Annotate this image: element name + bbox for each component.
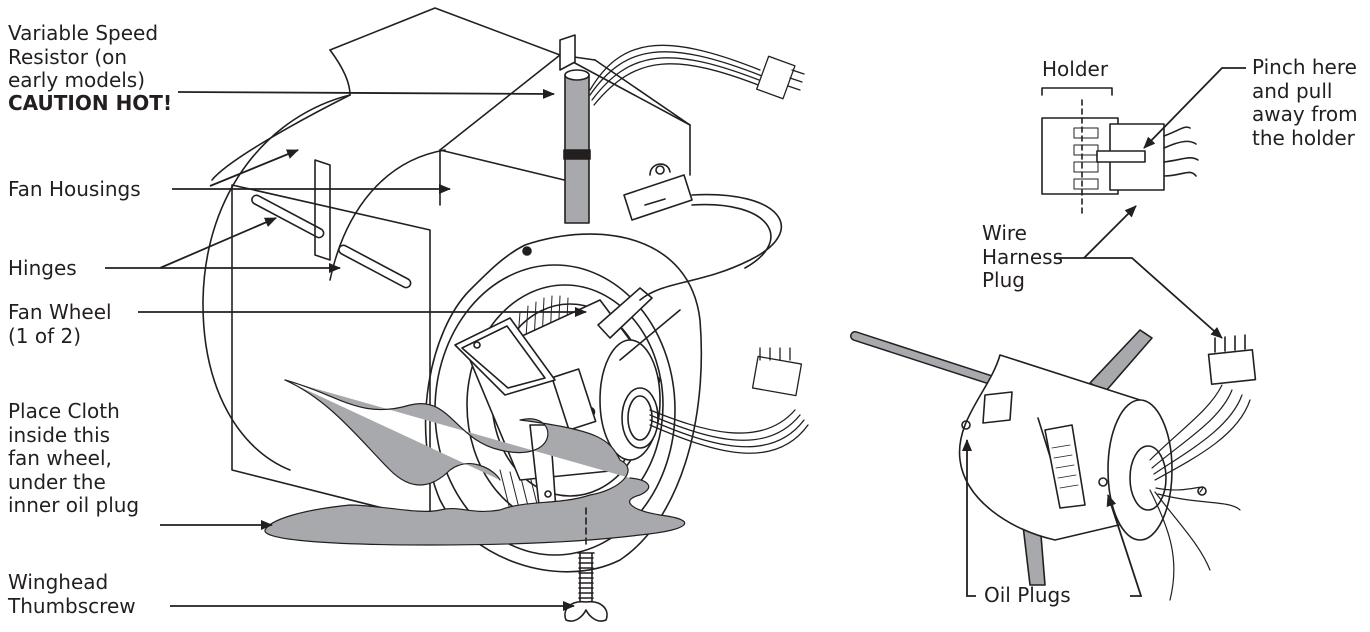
wire-harness-label: Wire Harness Plug — [982, 221, 1063, 292]
motor-wires — [649, 347, 809, 454]
oil-plugs-label: Oil Plugs — [984, 583, 1071, 607]
leader-lines — [105, 67, 1246, 611]
arrow-resistor — [177, 88, 555, 99]
thumbscrew-label: Winghead Thumbscrew — [8, 570, 136, 618]
holder-detail — [1041, 87, 1199, 216]
oil-cloth — [264, 379, 686, 546]
fan-housings-label: Fan Housings — [8, 177, 141, 201]
place-cloth-label: Place Cloth inside this fan wheel, under… — [8, 399, 140, 517]
arrow-oil-plug-1 — [962, 439, 976, 597]
holder-label: Holder — [1042, 57, 1109, 81]
switch-block — [623, 163, 782, 301]
arrow-pinch — [1143, 67, 1246, 149]
arrow-oil-plug-2 — [1106, 494, 1143, 597]
fan-wheel-label: Fan Wheel (1 of 2) — [8, 300, 112, 348]
pinch-label: Pinch here and pull away from the holder — [1252, 55, 1358, 150]
resistor-label: Variable Speed Resistor (on early models… — [8, 21, 159, 92]
variable-speed-resistor — [559, 34, 591, 224]
removed-motor — [850, 329, 1257, 601]
top-wires — [589, 44, 805, 106]
hinges-label: Hinges — [8, 256, 77, 280]
winghead-thumbscrew — [564, 507, 608, 622]
blower-motor — [454, 287, 681, 515]
arrow-fan-housing-1 — [209, 149, 299, 187]
arrow-harness-right — [1054, 257, 1223, 339]
arrow-hinge-1 — [159, 217, 277, 269]
caution-label: CAUTION HOT! — [8, 91, 173, 115]
arrow-harness-up — [1083, 205, 1137, 259]
